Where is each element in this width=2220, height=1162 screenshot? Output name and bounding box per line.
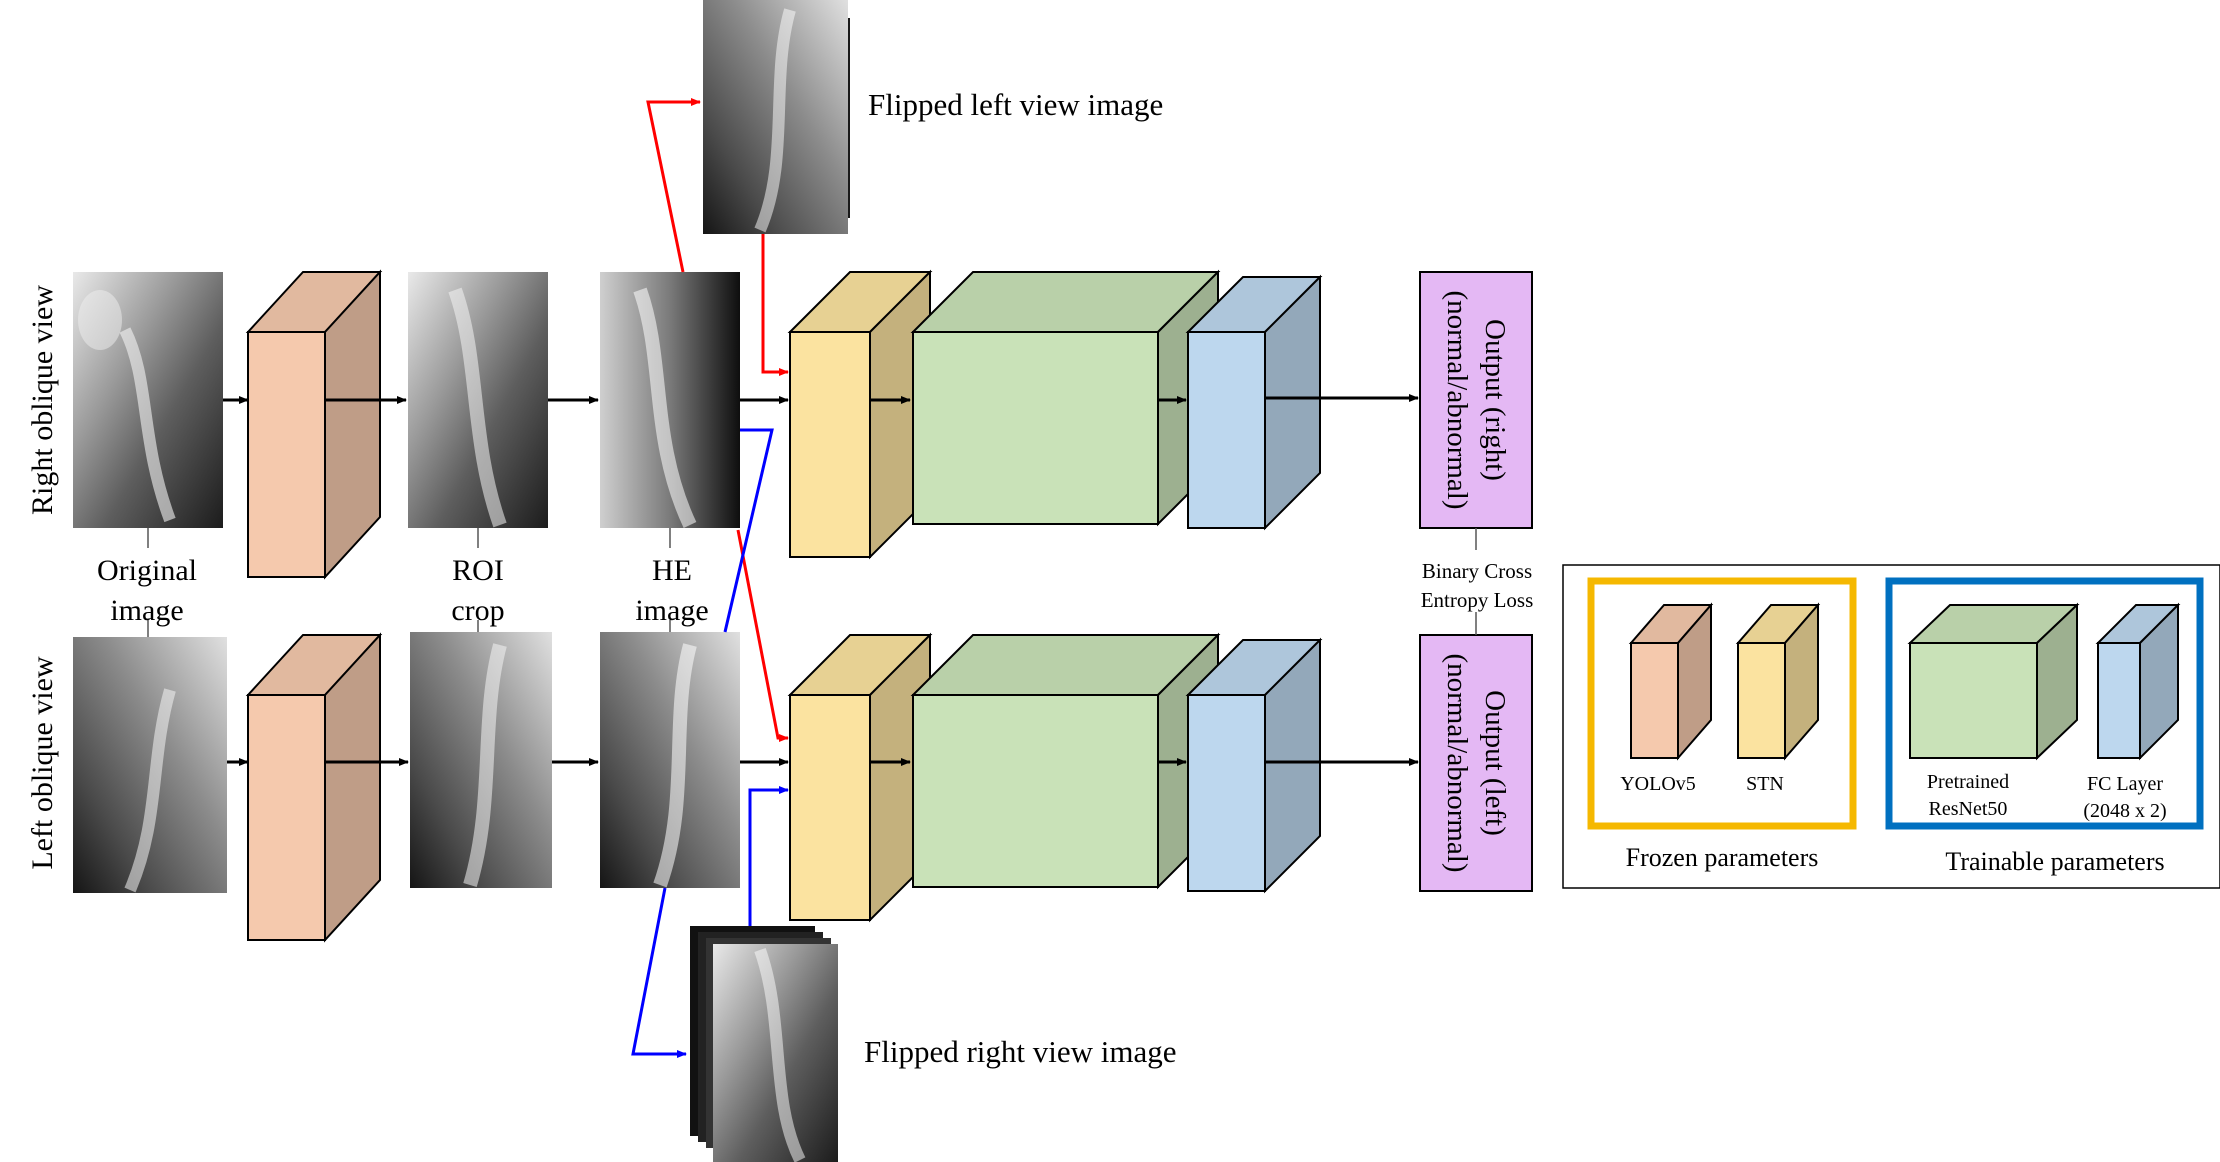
stn-block-right xyxy=(787,269,933,560)
he-label-2: image xyxy=(635,594,708,627)
legend-resnet-block xyxy=(1907,602,2080,761)
output-right-box xyxy=(1419,271,1533,529)
frozen-title: Frozen parameters xyxy=(1626,843,1819,872)
xray-he-left xyxy=(600,632,740,888)
original-label-2: image xyxy=(110,594,183,627)
output-right-label-1: Output (right) xyxy=(1479,319,1511,481)
loss-label-2: Entropy Loss xyxy=(1421,588,1534,612)
legend-fc-label-2: (2048 x 2) xyxy=(2083,800,2166,822)
legend-fc-label-1: FC Layer xyxy=(2087,773,2163,795)
resnet-block-right xyxy=(910,269,1221,527)
output-left-label-2: (normal/abnormal) xyxy=(1441,653,1473,872)
legend-yolo-label: YOLOv5 xyxy=(1620,773,1696,795)
trainable-title: Trainable parameters xyxy=(1945,847,2164,876)
legend-resnet-label-1: Pretrained xyxy=(1927,771,2009,793)
stn-block-left xyxy=(787,632,933,923)
output-left-box xyxy=(1419,634,1533,892)
flipped-left-label: Flipped left view image xyxy=(868,87,1163,122)
legend-resnet-label-2: ResNet50 xyxy=(1929,798,2008,820)
fc-block-left xyxy=(1185,637,1323,894)
trainable-group-border xyxy=(1885,577,2204,830)
fc-block-right xyxy=(1185,274,1323,531)
he-label-1: HE xyxy=(652,554,692,587)
xray-flipped-right-stack xyxy=(690,926,838,1162)
output-left-label-1: Output (left) xyxy=(1479,690,1511,836)
loss-label-1: Binary Cross xyxy=(1422,559,1532,583)
roi-label-2: crop xyxy=(451,594,504,627)
xray-original-left xyxy=(73,637,227,893)
frozen-group-border xyxy=(1587,577,1857,830)
legend-stn-block xyxy=(1735,602,1821,761)
xray-flipped-left-stack xyxy=(703,0,850,234)
xray-roi-right xyxy=(408,272,548,528)
legend-fc-block xyxy=(2095,602,2181,761)
roi-label-1: ROI xyxy=(452,554,504,587)
right-view-label: Right oblique view xyxy=(26,285,59,515)
original-label-1: Original xyxy=(97,554,197,587)
legend-stn-label: STN xyxy=(1746,773,1784,795)
legend: YOLOv5 STN Pretrained ResNet50 FC Layer … xyxy=(1562,564,2220,889)
left-view-label: Left oblique view xyxy=(26,656,59,870)
flipped-right-label: Flipped right view image xyxy=(864,1034,1177,1069)
yolo-block-right xyxy=(245,269,383,580)
output-right-label-2: (normal/abnormal) xyxy=(1441,290,1473,509)
legend-yolo-block xyxy=(1628,602,1714,761)
resnet-block-left xyxy=(910,632,1221,890)
yolo-block-left xyxy=(245,632,383,943)
xray-he-right xyxy=(600,272,740,528)
xray-original-right xyxy=(73,272,223,528)
xray-roi-left xyxy=(410,632,552,888)
